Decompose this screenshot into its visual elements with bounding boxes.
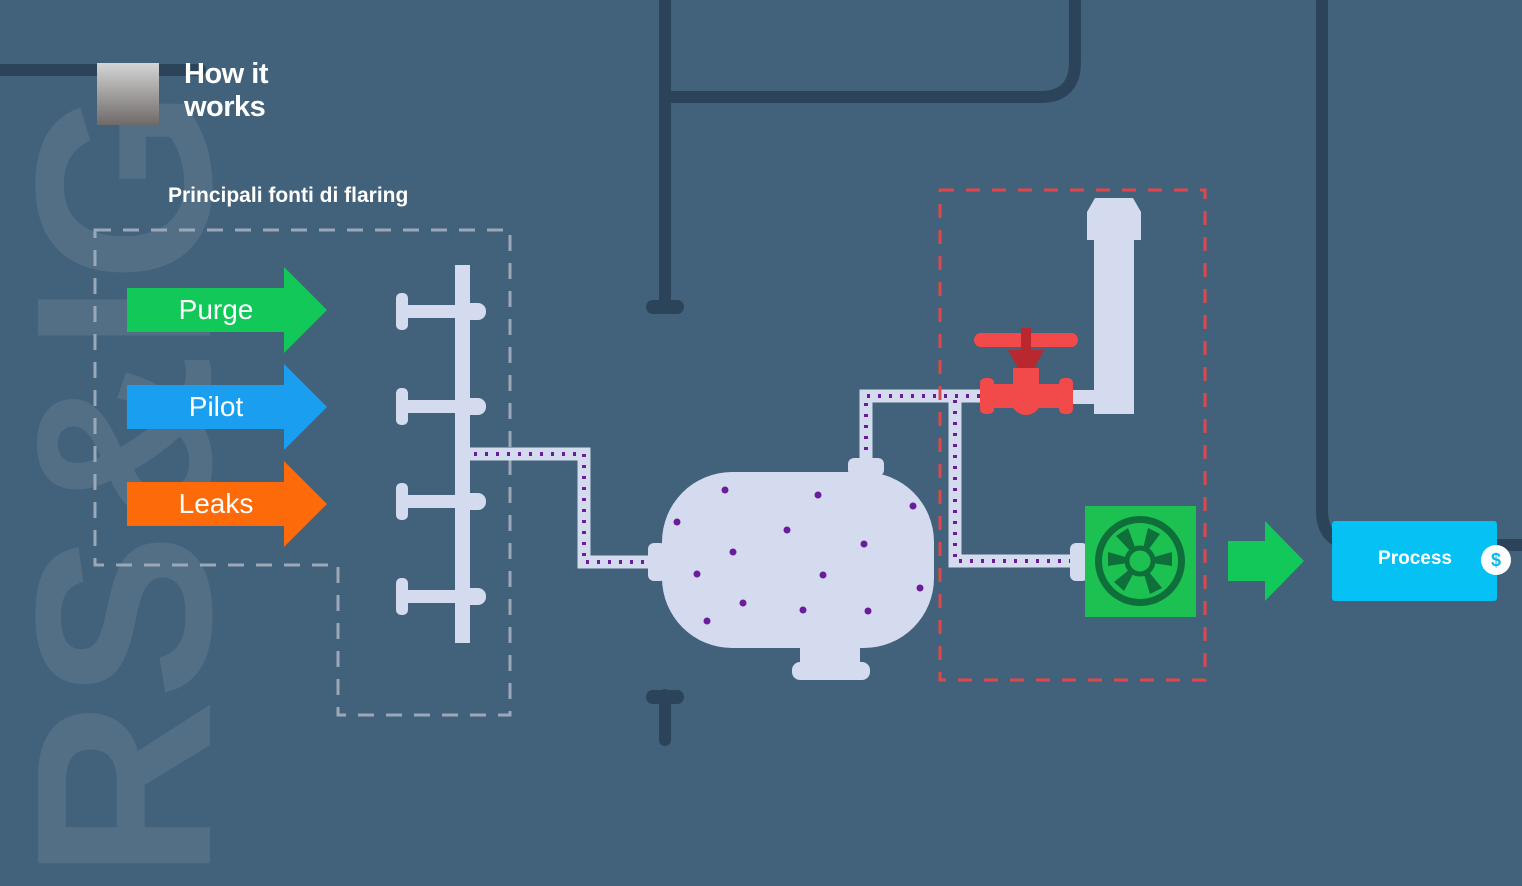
recovery-dashed-box	[938, 188, 1207, 682]
sources-dashed-box	[93, 228, 512, 717]
process-box	[1332, 521, 1497, 601]
pilot-arrow-icon	[127, 364, 327, 450]
output-arrow-icon	[1228, 521, 1304, 601]
manifold	[396, 265, 486, 643]
logo-square-icon	[97, 63, 159, 125]
compressor-fan-icon	[1070, 506, 1196, 617]
gas-pipes	[470, 389, 1075, 569]
gas-flow-dots	[474, 394, 1070, 564]
purge-label: Purge	[178, 294, 254, 325]
dollar-badge-icon: $	[1481, 545, 1511, 575]
leaks-arrow-icon	[127, 461, 327, 547]
valve-icon	[974, 328, 1078, 415]
sources-heading: Principali fonti di flaring	[168, 184, 409, 207]
pipe-cap	[646, 300, 684, 314]
pilot-label: Pilot	[188, 391, 244, 422]
flare-stack	[1060, 198, 1141, 414]
leaks-label: Leaks	[178, 488, 254, 519]
knockout-drum	[648, 458, 934, 680]
pipe-cap	[646, 690, 684, 704]
process-label: Process	[1378, 548, 1452, 569]
purge-arrow-icon	[127, 267, 327, 353]
